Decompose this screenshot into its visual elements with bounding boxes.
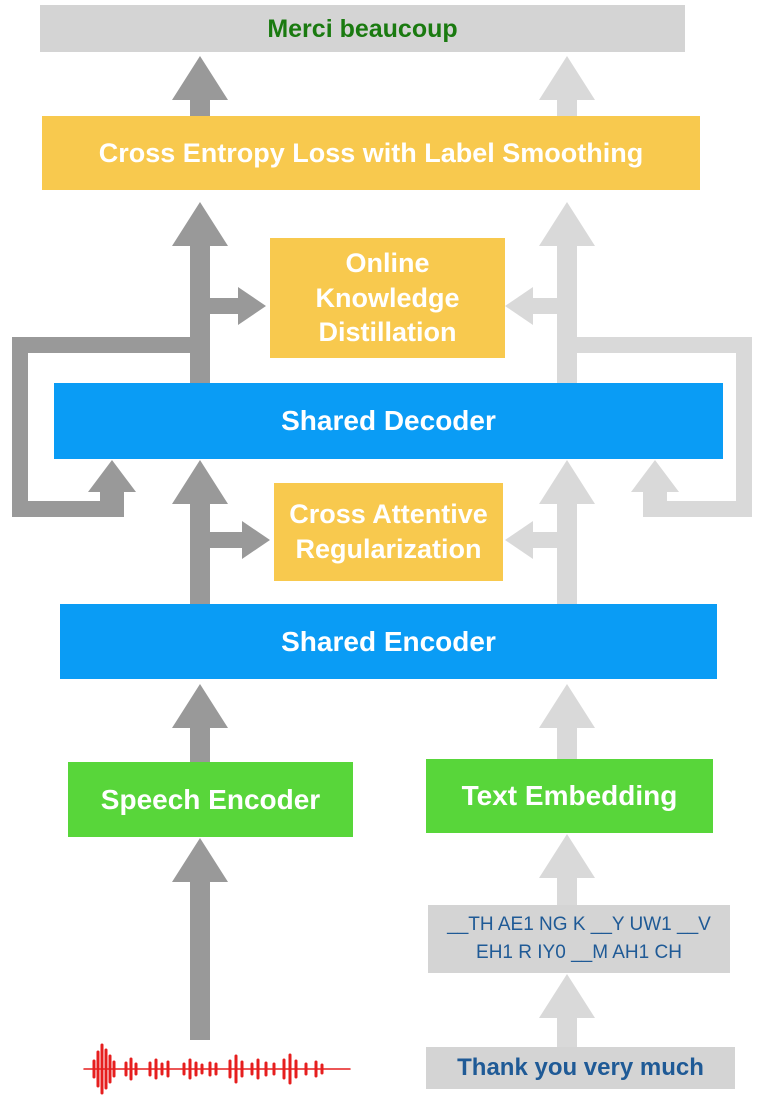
input-text-box: Thank you very much xyxy=(426,1047,735,1089)
arrow-speech-to-kd xyxy=(210,287,266,325)
cross-attentive-regularization-box: Cross Attentive Regularization xyxy=(274,483,503,581)
arrow-text-encoder-to-decoder xyxy=(539,460,595,604)
input-text: Thank you very much xyxy=(457,1053,704,1081)
output-translation-box: Merci beaucoup xyxy=(40,5,685,52)
feedback-loop-text xyxy=(577,337,752,517)
feedback-loop-speech xyxy=(12,337,190,517)
knowledge-distillation-box: Online Knowledge Distillation xyxy=(270,238,505,358)
text-path-arrows xyxy=(505,56,752,1047)
arrow-speech-to-speech-encoder xyxy=(172,838,228,1040)
arrow-text-to-car xyxy=(505,521,557,559)
cross-attentive-regularization-label: Cross Attentive Regularization xyxy=(289,499,488,564)
speech-path-arrows xyxy=(12,56,270,1040)
arrow-text-decoder-to-loss xyxy=(539,202,595,383)
arrow-text-embedding-to-shared-encoder xyxy=(539,684,595,759)
arrow-speech-to-car xyxy=(210,521,270,559)
shared-encoder-label: Shared Encoder xyxy=(281,625,496,657)
arrow-shared-encoder-to-shared-decoder xyxy=(172,460,228,604)
arrow-text-loss-to-output xyxy=(539,56,595,116)
phoneme-sequence-text: __TH AE1 NG K __Y UW1 __V EH1 R IY0 __M … xyxy=(447,914,711,963)
arrow-decoder-to-loss xyxy=(172,202,228,383)
loss-label: Cross Entropy Loss with Label Smoothing xyxy=(98,137,644,168)
shared-decoder-label: Shared Decoder xyxy=(281,405,496,437)
arrow-speech-encoder-to-shared-encoder xyxy=(172,684,228,762)
speech-encoder-box: Speech Encoder xyxy=(68,762,353,837)
phoneme-sequence-box: __TH AE1 NG K __Y UW1 __V EH1 R IY0 __M … xyxy=(428,905,730,973)
arrow-phonemes-to-text-embedding xyxy=(539,834,595,905)
text-embedding-box: Text Embedding xyxy=(426,759,713,833)
arrow-text-to-phonemes xyxy=(539,974,595,1047)
text-embedding-label: Text Embedding xyxy=(461,780,678,812)
shared-decoder-box: Shared Decoder xyxy=(54,383,723,459)
waveform-icon xyxy=(83,1043,351,1095)
loss-box: Cross Entropy Loss with Label Smoothing xyxy=(42,116,700,190)
arrow-loss-to-output xyxy=(172,56,228,116)
speech-encoder-label: Speech Encoder xyxy=(100,783,321,815)
output-translation-text: Merci beaucoup xyxy=(267,14,458,43)
arrow-text-to-kd xyxy=(505,287,557,325)
knowledge-distillation-label: Online Knowledge Distillation xyxy=(315,248,460,348)
shared-encoder-box: Shared Encoder xyxy=(60,604,717,679)
